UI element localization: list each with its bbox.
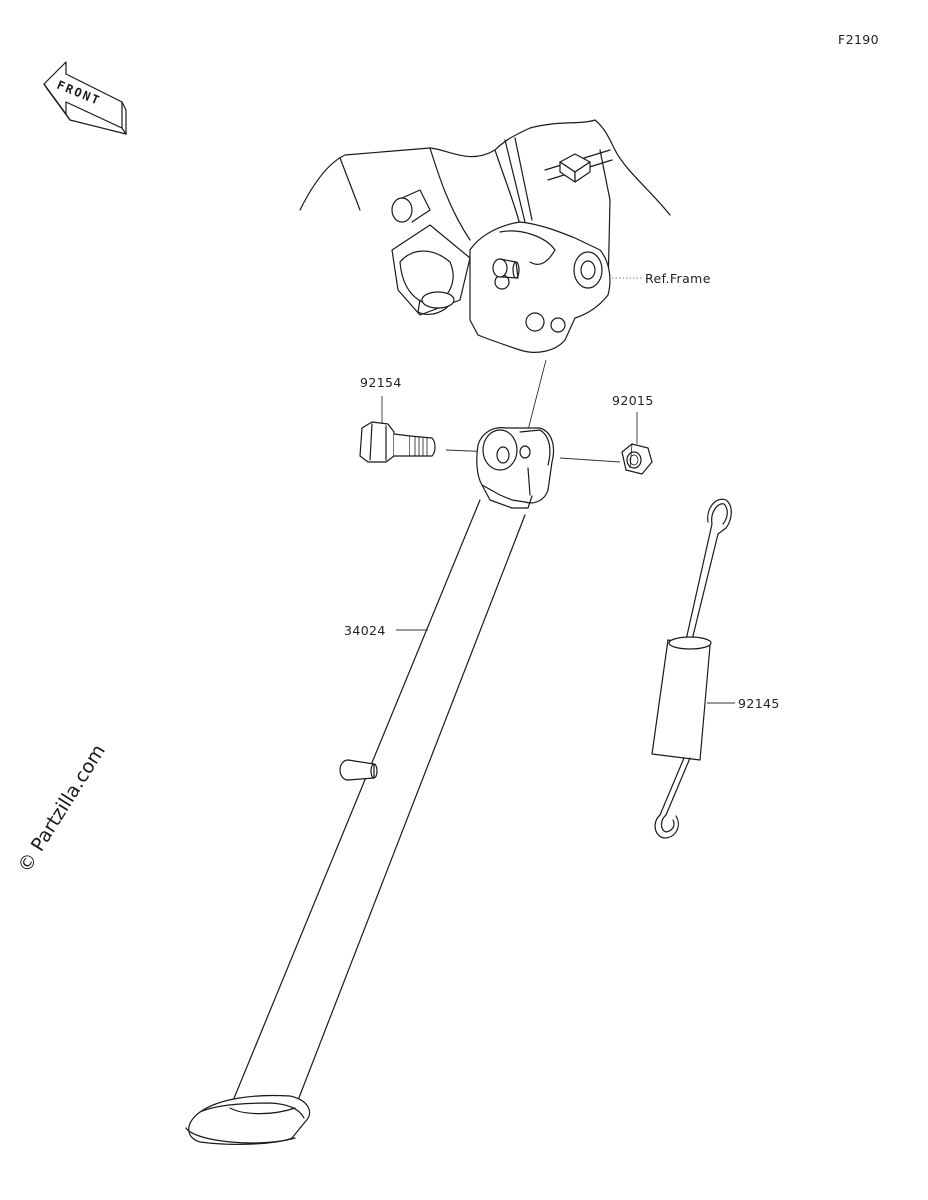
- part-92154-label: 92154: [360, 375, 402, 390]
- watermark: © Partzilla.com: [14, 741, 110, 877]
- part-92145-label: 92145: [738, 696, 780, 711]
- frame-bracket-drawing: [299, 119, 671, 353]
- spring-92145-drawing: [651, 498, 732, 839]
- ref-frame-label: Ref.Frame: [645, 271, 711, 286]
- side-stand-34024-drawing: [185, 427, 555, 1145]
- figure-code: F2190: [838, 32, 879, 47]
- part-34024-label: 34024: [344, 623, 386, 638]
- bolt-92154-drawing: [359, 421, 436, 463]
- nut-path-line: [559, 457, 621, 463]
- front-arrow-icon: FRONT: [43, 61, 127, 135]
- part-92015-label: 92015: [612, 393, 654, 408]
- nut-92015-drawing: [621, 443, 653, 475]
